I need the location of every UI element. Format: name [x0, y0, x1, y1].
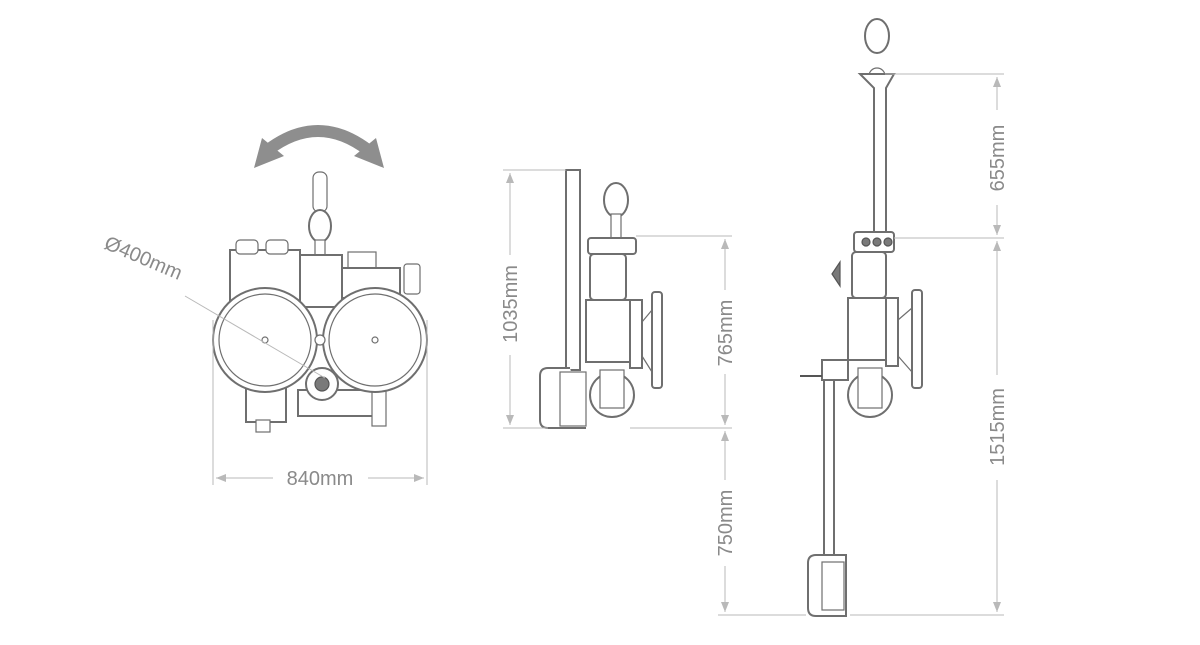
ext-top-ring [864, 18, 890, 54]
extended-view: 655mm 1515mm [800, 18, 1009, 617]
body-arrow-bottom [721, 415, 729, 425]
rotation-arrow-left-head [254, 138, 284, 168]
top-arrow-bottom [993, 225, 1001, 235]
side-suction-pad [651, 291, 663, 389]
side-rod [565, 169, 581, 371]
top-arrow-top [993, 77, 1001, 87]
side-top-bracket [587, 237, 637, 255]
diameter-label: Ø400mm [101, 232, 185, 284]
side-gear-ring [629, 299, 643, 369]
ext-bolt-1 [861, 237, 871, 247]
side-lifting-eye [603, 182, 629, 218]
suction-pad-left [212, 287, 318, 393]
front-view: Ø400mm 840mm [101, 125, 428, 490]
ext-hanging-bar [857, 73, 896, 233]
extension-label: 750mm [715, 490, 737, 557]
lifting-eye [308, 171, 332, 257]
ext-extension-rod [823, 379, 835, 559]
front-gear [305, 367, 339, 401]
width-arrow-right [414, 474, 424, 482]
ext-side-cone [831, 260, 841, 288]
height-label: 1035mm [500, 265, 522, 343]
ext-motor [851, 251, 887, 299]
total-arrow-top [993, 241, 1001, 251]
side-pad-arm [641, 309, 653, 373]
ext-arm-joint [821, 359, 849, 381]
rotation-arrow-icon [264, 125, 372, 155]
rotation-arrow-right-head [354, 138, 384, 168]
ext-bolt-2 [872, 237, 882, 247]
width-label: 840mm [287, 468, 354, 490]
ext-bolt-3 [883, 237, 893, 247]
diameter-leader [184, 295, 326, 379]
total-label: 1515mm [987, 388, 1009, 466]
side-body [585, 299, 633, 363]
extension-arrow-top [721, 431, 729, 441]
ext-body [847, 297, 889, 361]
ext-suction-pad [911, 289, 923, 389]
top-label: 655mm [987, 125, 1009, 192]
ext-handle-block [821, 561, 845, 611]
side-motor [589, 253, 627, 301]
side-view: 1035mm 765mm 750mm [500, 169, 806, 616]
ext-lower-block [857, 367, 883, 409]
side-handle-block [559, 371, 587, 427]
suction-pad-right [322, 287, 428, 393]
extension-arrow-bottom [721, 602, 729, 612]
body-height-label: 765mm [715, 300, 737, 367]
front-body [229, 239, 421, 433]
total-arrow-bottom [993, 602, 1001, 612]
height-arrow-top [506, 173, 514, 183]
ext-pad-arm [897, 307, 913, 373]
width-arrow-left [216, 474, 226, 482]
ext-gear-ring [885, 297, 899, 367]
center-pivot [314, 334, 326, 346]
body-arrow-top [721, 239, 729, 249]
height-arrow-bottom [506, 415, 514, 425]
side-lower-block [599, 369, 625, 409]
